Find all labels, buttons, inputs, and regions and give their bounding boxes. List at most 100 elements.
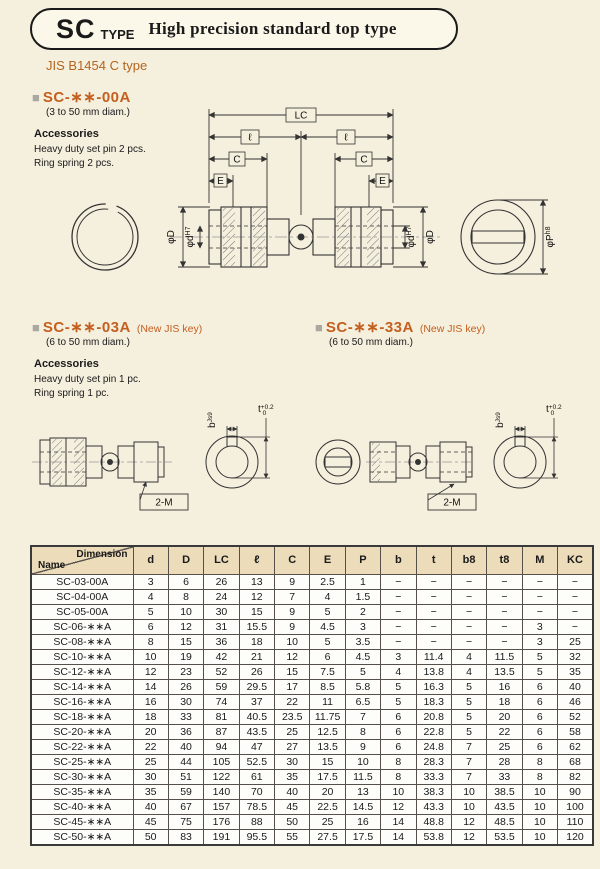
dimension-value: 10 — [521, 783, 559, 800]
dimension-value: 11 — [309, 693, 346, 710]
dimension-value: 11.5 — [344, 768, 382, 785]
keyed-end-view — [205, 435, 259, 489]
dimension-value: 37 — [238, 693, 276, 710]
dimension-value: 30 — [167, 693, 205, 710]
dimension-value: − — [521, 603, 559, 620]
dimension-value: 6.5 — [344, 693, 382, 710]
dimension-value: 140 — [203, 783, 240, 800]
dimension-value: 10 — [273, 633, 311, 650]
dimension-value: 15.5 — [238, 618, 276, 635]
dimension-value: 13.8 — [415, 663, 452, 680]
section-03a: ■ SC-∗∗-03A (New JIS key) (6 to 50 mm di… — [32, 318, 282, 401]
page-subtitle: High precision standard top type — [148, 19, 397, 38]
dimension-value: 45 — [132, 813, 169, 830]
dimension-value: 3.5 — [344, 633, 382, 650]
dimension-value: 3 — [132, 573, 169, 590]
dimension-value: − — [557, 573, 594, 590]
dimension-value: 12 — [380, 798, 417, 815]
dimension-value: 48.8 — [415, 813, 452, 830]
row-name: SC-06-∗∗A — [30, 618, 134, 635]
dimension-value: 32 — [557, 648, 594, 665]
dimension-value: 15 — [273, 663, 311, 680]
ring-spring-drawing — [71, 203, 139, 271]
dimension-value: 40 — [132, 798, 169, 815]
dimension-value: 15 — [309, 753, 346, 770]
dimension-value: 43.3 — [415, 798, 452, 815]
dimension-value: 74 — [203, 693, 240, 710]
dimension-value: 7 — [450, 768, 488, 785]
dimension-value: − — [415, 588, 452, 605]
dim-label-l: ℓ — [248, 133, 252, 144]
dimension-value: 12 — [450, 813, 488, 830]
dimension-value: 25 — [309, 813, 346, 830]
column-header: b — [380, 545, 417, 575]
section-33a-title: SC-∗∗-33A — [325, 319, 414, 336]
dimension-value: 9 — [273, 618, 311, 635]
section-03a-title: SC-∗∗-03A — [42, 319, 131, 336]
dimension-value: − — [380, 603, 417, 620]
dim-label-c: C — [233, 155, 240, 166]
row-name: SC-14-∗∗A — [30, 678, 134, 695]
dimension-value: 82 — [557, 768, 594, 785]
column-header: E — [309, 545, 346, 575]
dim-label-phid: φdH7 — [406, 226, 417, 247]
dimension-value: 8 — [521, 753, 559, 770]
dimension-value: 10 — [521, 813, 559, 830]
dimension-value: 5 — [344, 663, 382, 680]
dimension-value: 5 — [132, 603, 169, 620]
column-header: KC — [557, 545, 594, 575]
dimension-value: − — [557, 618, 594, 635]
dimension-value: 27 — [273, 738, 311, 755]
dimension-value: 6 — [521, 693, 559, 710]
dimension-value: 5 — [450, 708, 488, 725]
dimension-value: − — [557, 588, 594, 605]
dimension-value: 3 — [380, 648, 417, 665]
dimension-value: 61 — [238, 768, 276, 785]
dimension-value: − — [486, 618, 523, 635]
dimension-value: 14 — [380, 813, 417, 830]
dimension-value: 6 — [521, 723, 559, 740]
dimension-value: 51 — [167, 768, 205, 785]
dimension-lines — [178, 107, 548, 275]
dimension-value: − — [415, 603, 452, 620]
accessory-item: Ring spring 1 pc. — [34, 388, 110, 399]
dimension-value: 35 — [557, 663, 594, 680]
dimension-value: 8.5 — [309, 678, 346, 695]
dimension-value: 7 — [450, 738, 488, 755]
dimension-value: 10 — [167, 603, 205, 620]
row-name: SC-50-∗∗A — [30, 828, 134, 845]
dimension-value: 40.5 — [238, 708, 276, 725]
dimension-value: 21 — [238, 648, 276, 665]
dimension-value: 44 — [167, 753, 205, 770]
dimension-value: − — [415, 618, 452, 635]
corner-label-name: Name — [38, 559, 66, 571]
dimension-value: 8 — [521, 768, 559, 785]
dimension-value: 30 — [132, 768, 169, 785]
dim-label-c: C — [360, 155, 367, 166]
column-header: d — [132, 545, 169, 575]
jis-standard-label: JIS B1454 C type — [46, 58, 148, 73]
row-name: SC-22-∗∗A — [30, 738, 134, 755]
dimension-lines — [427, 418, 558, 511]
dim-label-l: ℓ — [344, 133, 348, 144]
dimension-value: − — [521, 588, 559, 605]
dimension-value: 20 — [309, 783, 346, 800]
dimension-value: 191 — [203, 828, 240, 845]
dimension-value: 8 — [380, 753, 417, 770]
dimension-value: − — [450, 573, 488, 590]
dimension-value: 8 — [344, 723, 382, 740]
dimension-value: 95.5 — [238, 828, 276, 845]
dimension-value: 9 — [344, 738, 382, 755]
dimension-value: 5 — [450, 678, 488, 695]
dimension-value: 33 — [486, 768, 523, 785]
dimension-value: 45 — [273, 798, 311, 815]
accessories-title: Accessories — [34, 128, 99, 140]
